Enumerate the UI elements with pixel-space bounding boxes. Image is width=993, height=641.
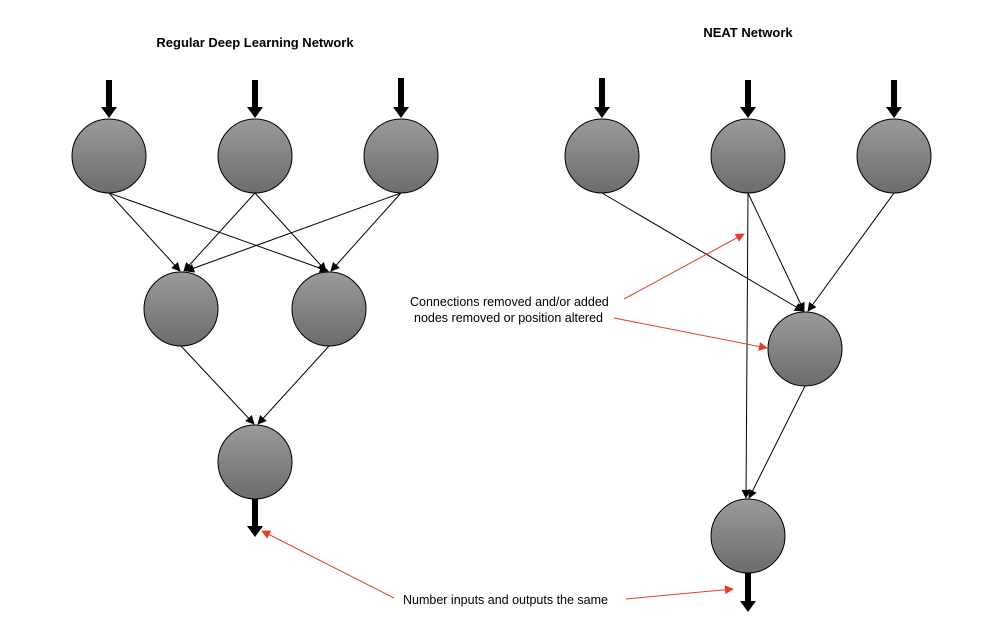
connection xyxy=(180,345,255,425)
hidden-node xyxy=(143,271,219,347)
left-output-arrow xyxy=(247,499,263,537)
connection xyxy=(747,192,805,312)
right-network-title: NEAT Network xyxy=(703,25,793,40)
annotation-arrow xyxy=(261,530,395,599)
connection xyxy=(330,192,402,272)
input-node xyxy=(217,118,293,194)
right-input-arrows xyxy=(594,78,902,118)
annotations: Connections removed and/or added nodes r… xyxy=(261,233,768,607)
input-node xyxy=(564,118,640,194)
input-node xyxy=(710,118,786,194)
right-network xyxy=(564,78,932,612)
input-arrow-1 xyxy=(594,78,610,118)
io-same-note: Number inputs and outputs the same xyxy=(403,593,608,607)
input-node xyxy=(71,118,147,194)
hidden-node xyxy=(767,311,843,387)
right-output-arrow xyxy=(740,573,756,612)
connection xyxy=(108,192,181,272)
input-node xyxy=(363,118,439,194)
hidden-node xyxy=(291,271,367,347)
input-node xyxy=(856,118,932,194)
connection xyxy=(807,192,895,312)
input-arrow-1 xyxy=(101,80,117,118)
annotation-arrow xyxy=(623,233,745,300)
output-node xyxy=(217,424,293,500)
right-nodes xyxy=(564,118,932,574)
connection xyxy=(257,345,330,425)
input-arrow-2 xyxy=(247,80,263,118)
input-arrow-3 xyxy=(886,80,902,118)
left-network-title: Regular Deep Learning Network xyxy=(156,35,354,50)
connection xyxy=(108,192,329,273)
connection xyxy=(254,192,327,272)
annotation-arrow xyxy=(625,585,734,600)
connection xyxy=(748,385,806,499)
connection xyxy=(601,192,804,312)
annotation-arrow xyxy=(613,317,768,351)
structure-change-note-line2: nodes removed or position altered xyxy=(414,311,603,325)
connection xyxy=(183,192,256,272)
left-input-arrows xyxy=(101,78,409,118)
left-connections xyxy=(108,192,402,425)
structure-change-note-line1: Connections removed and/or added xyxy=(410,295,609,309)
input-arrow-3 xyxy=(393,78,409,118)
connection xyxy=(741,192,751,499)
right-connections xyxy=(601,192,895,499)
input-arrow-2 xyxy=(740,80,756,118)
left-nodes xyxy=(71,118,439,500)
output-node xyxy=(710,498,786,574)
connection xyxy=(185,192,402,273)
left-network xyxy=(71,78,439,537)
